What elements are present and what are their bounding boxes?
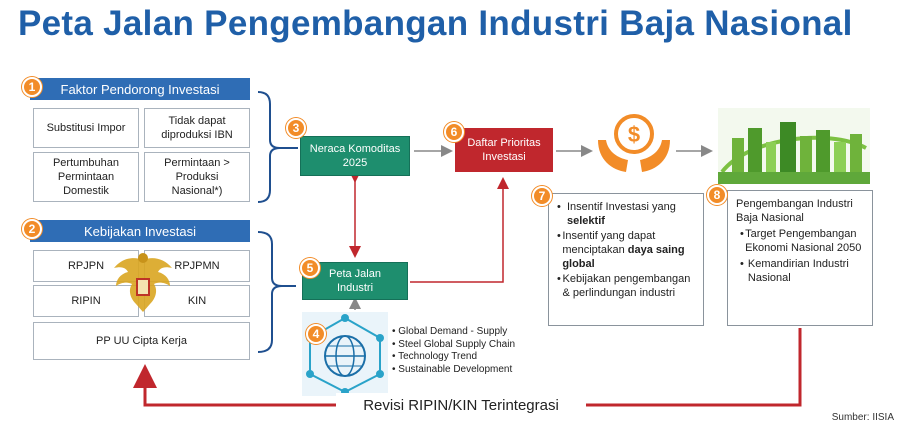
garuda-emblem-icon	[114, 253, 172, 312]
page-title: Peta Jalan Pengembangan Industri Baja Na…	[18, 4, 853, 43]
global-factors-list: • Global Demand - Supply • Steel Global …	[392, 326, 542, 376]
pengembangan-list: Pengembangan Industri Baja Nasional •Tar…	[736, 197, 864, 285]
pengembangan-item-target: •Target Pengembangan Ekonomi Nasional 20…	[740, 228, 862, 254]
step-number-2: 2	[22, 219, 42, 239]
svg-text:$: $	[628, 122, 640, 147]
source-note: Sumber: IISIA	[831, 412, 894, 423]
insentif-item-selektif: •Insentif Investasi yang selektif	[557, 201, 676, 227]
step-number-3: 3	[286, 118, 306, 138]
kebijakan-header: Kebijakan Investasi	[30, 220, 250, 242]
faktor-header-label: Faktor Pendorong Investasi	[60, 81, 220, 97]
global-item-technology: • Technology Trend	[392, 351, 478, 362]
step-number-6: 6	[444, 122, 464, 142]
insentif-list: •Insentif Investasi yang selektif •Insen…	[557, 200, 697, 300]
global-item-demand: • Global Demand - Supply	[392, 326, 508, 337]
revisi-label: Revisi RIPIN/KIN Terintegrasi	[336, 393, 586, 417]
step-number-7: 7	[532, 186, 552, 206]
faktor-cell-substitusi: Substitusi Impor	[33, 108, 139, 148]
step-number-4: 4	[306, 324, 326, 344]
pengembangan-heading: Pengembangan Industri Baja Nasional	[736, 198, 853, 224]
kebijakan-cell-pp-uu: PP UU Cipta Kerja	[33, 322, 250, 360]
global-item-sustainable: • Sustainable Development	[392, 363, 513, 375]
faktor-cell-permintaan: Permintaan > Produksi Nasional*)	[144, 152, 250, 202]
insentif-item-kebijakan: •Kebijakan pengembangan & perlindungan i…	[557, 273, 691, 299]
insentif-item-daya-saing: •Insentif yang dapat menciptakan daya sa…	[557, 230, 685, 270]
daftar-prioritas-box: Daftar Prioritas Investasi	[455, 128, 553, 172]
step-number-1: 1	[22, 77, 42, 97]
step-number-8: 8	[707, 185, 727, 205]
kebijakan-cell-ripin: RIPIN	[33, 285, 139, 317]
pengembangan-box: Pengembangan Industri Baja Nasional •Tar…	[727, 190, 873, 326]
neraca-komoditas-box: Neraca Komoditas 2025	[300, 136, 410, 176]
faktor-cell-pertumbuhan: Pertumbuhan Permintaan Domestik	[33, 152, 139, 202]
faktor-header: Faktor Pendorong Investasi	[30, 78, 250, 100]
kebijakan-cell-kin: KIN	[144, 285, 250, 317]
pengembangan-item-kemandirian: •Kemandirian Industri Nasional	[740, 258, 849, 284]
insentif-box: •Insentif Investasi yang selektif •Insen…	[548, 193, 704, 326]
step-number-5: 5	[300, 258, 320, 278]
investment-hands-icon: $	[598, 114, 670, 172]
faktor-cell-tidak-dapat: Tidak dapat diproduksi IBN	[144, 108, 250, 148]
kebijakan-header-label: Kebijakan Investasi	[83, 223, 196, 239]
global-item-supply-chain: • Steel Global Supply Chain	[392, 338, 516, 350]
green-industry-city-icon	[718, 108, 870, 184]
